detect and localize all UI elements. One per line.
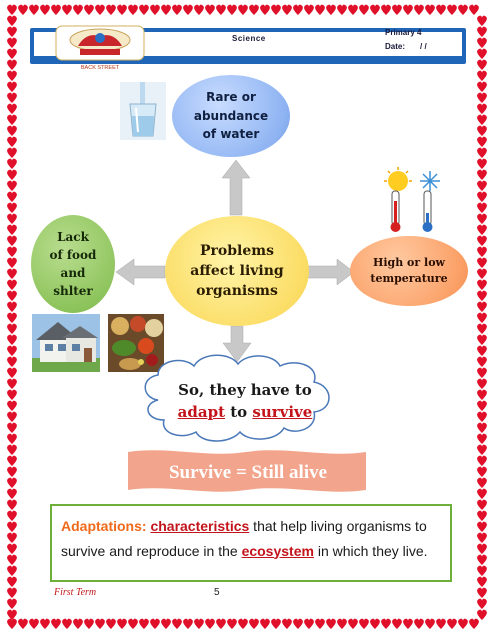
center-line-2: affect living — [190, 262, 284, 279]
arrow-left — [115, 258, 166, 286]
water-line-2: abundance — [193, 108, 269, 123]
arrow-right — [306, 258, 355, 286]
grade-label: Primary 4 — [385, 28, 422, 37]
water-line-1: Rare or — [206, 90, 256, 105]
water-node: Rare or abundance of water — [172, 75, 290, 157]
result-text: So, they have to adapt to survive — [150, 380, 340, 424]
sun-snowflake-thermometer-image — [382, 167, 446, 235]
arrow-up — [221, 159, 251, 216]
temperature-node: High or low temperature — [350, 236, 468, 306]
date-value: / / — [420, 42, 427, 51]
definition-box: Adaptations: characteristics that help l… — [50, 504, 452, 582]
center-line-1: Problems — [200, 242, 274, 259]
water-line-3: of water — [202, 127, 260, 142]
central-problems-node: Problems affect living organisms — [165, 216, 309, 326]
water-glass-image — [120, 82, 166, 140]
result-line-1: So, they have to — [178, 381, 312, 399]
definition-text-1: that help living organisms to survive an… — [61, 518, 431, 559]
food-shelter-node: Lack of food and shlter — [31, 215, 115, 313]
adapt-word: adapt — [177, 402, 225, 421]
food-line-1: Lack — [57, 230, 89, 244]
date-label: Date: — [385, 42, 406, 51]
temp-line-2: temperature — [370, 272, 448, 285]
food-line-2: of food — [49, 248, 97, 262]
svg-text:BACK STREET: BACK STREET — [81, 65, 120, 71]
food-line-4: shlter — [53, 284, 93, 298]
definition-term: Adaptations: — [61, 518, 147, 534]
ecosystem-word: ecosystem — [241, 542, 314, 559]
food-line-3: and — [60, 266, 86, 280]
characteristics-word: characteristics — [150, 518, 250, 534]
house-image — [32, 314, 100, 372]
to-word: to — [225, 402, 253, 421]
footer-term: First Term — [54, 587, 97, 598]
food-image — [108, 314, 164, 372]
temp-line-1: High or low — [372, 256, 446, 270]
survive-banner-text: Survive = Still alive — [168, 462, 328, 483]
survive-word: survive — [252, 402, 313, 421]
definition-text-2: in which they live. — [313, 542, 428, 559]
center-line-3: organisms — [196, 283, 278, 300]
arrow-down — [222, 325, 252, 363]
page-number: 5 — [214, 587, 220, 598]
school-logo-icon: BACK STREET — [55, 25, 145, 71]
subject-label: Science — [232, 34, 266, 43]
